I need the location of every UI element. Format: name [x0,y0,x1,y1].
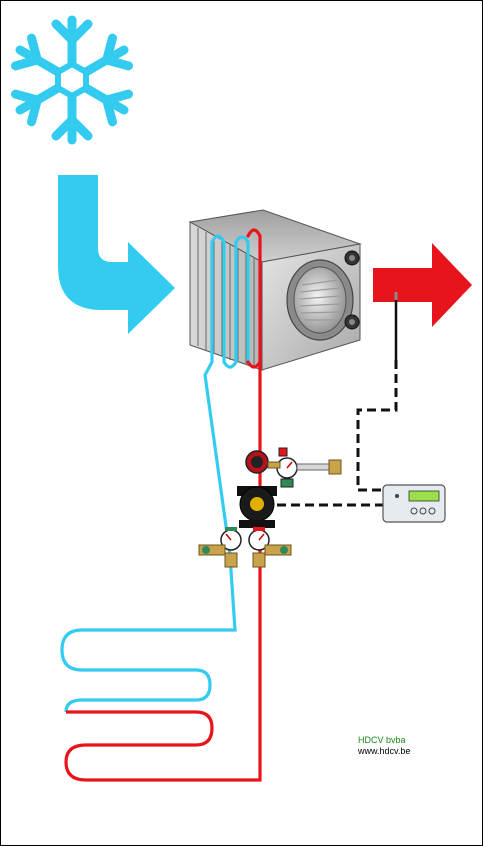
company-name: HDCV bvba [358,735,406,745]
duct-coil-unit [188,209,362,371]
coil-pipes [210,228,262,369]
control-wiring [277,295,398,507]
pump-group [198,447,342,568]
hot-air-arrow-icon [373,243,472,327]
company-website: www.hdcv.be [358,746,411,756]
snowflake-icon [11,15,133,145]
controller-unit [382,484,446,523]
company-credit: HDCV bvba www.hdcv.be [358,735,410,757]
cold-return-line [60,361,237,713]
cold-air-arrow-icon [58,175,175,334]
hot-supply-line [64,362,262,782]
